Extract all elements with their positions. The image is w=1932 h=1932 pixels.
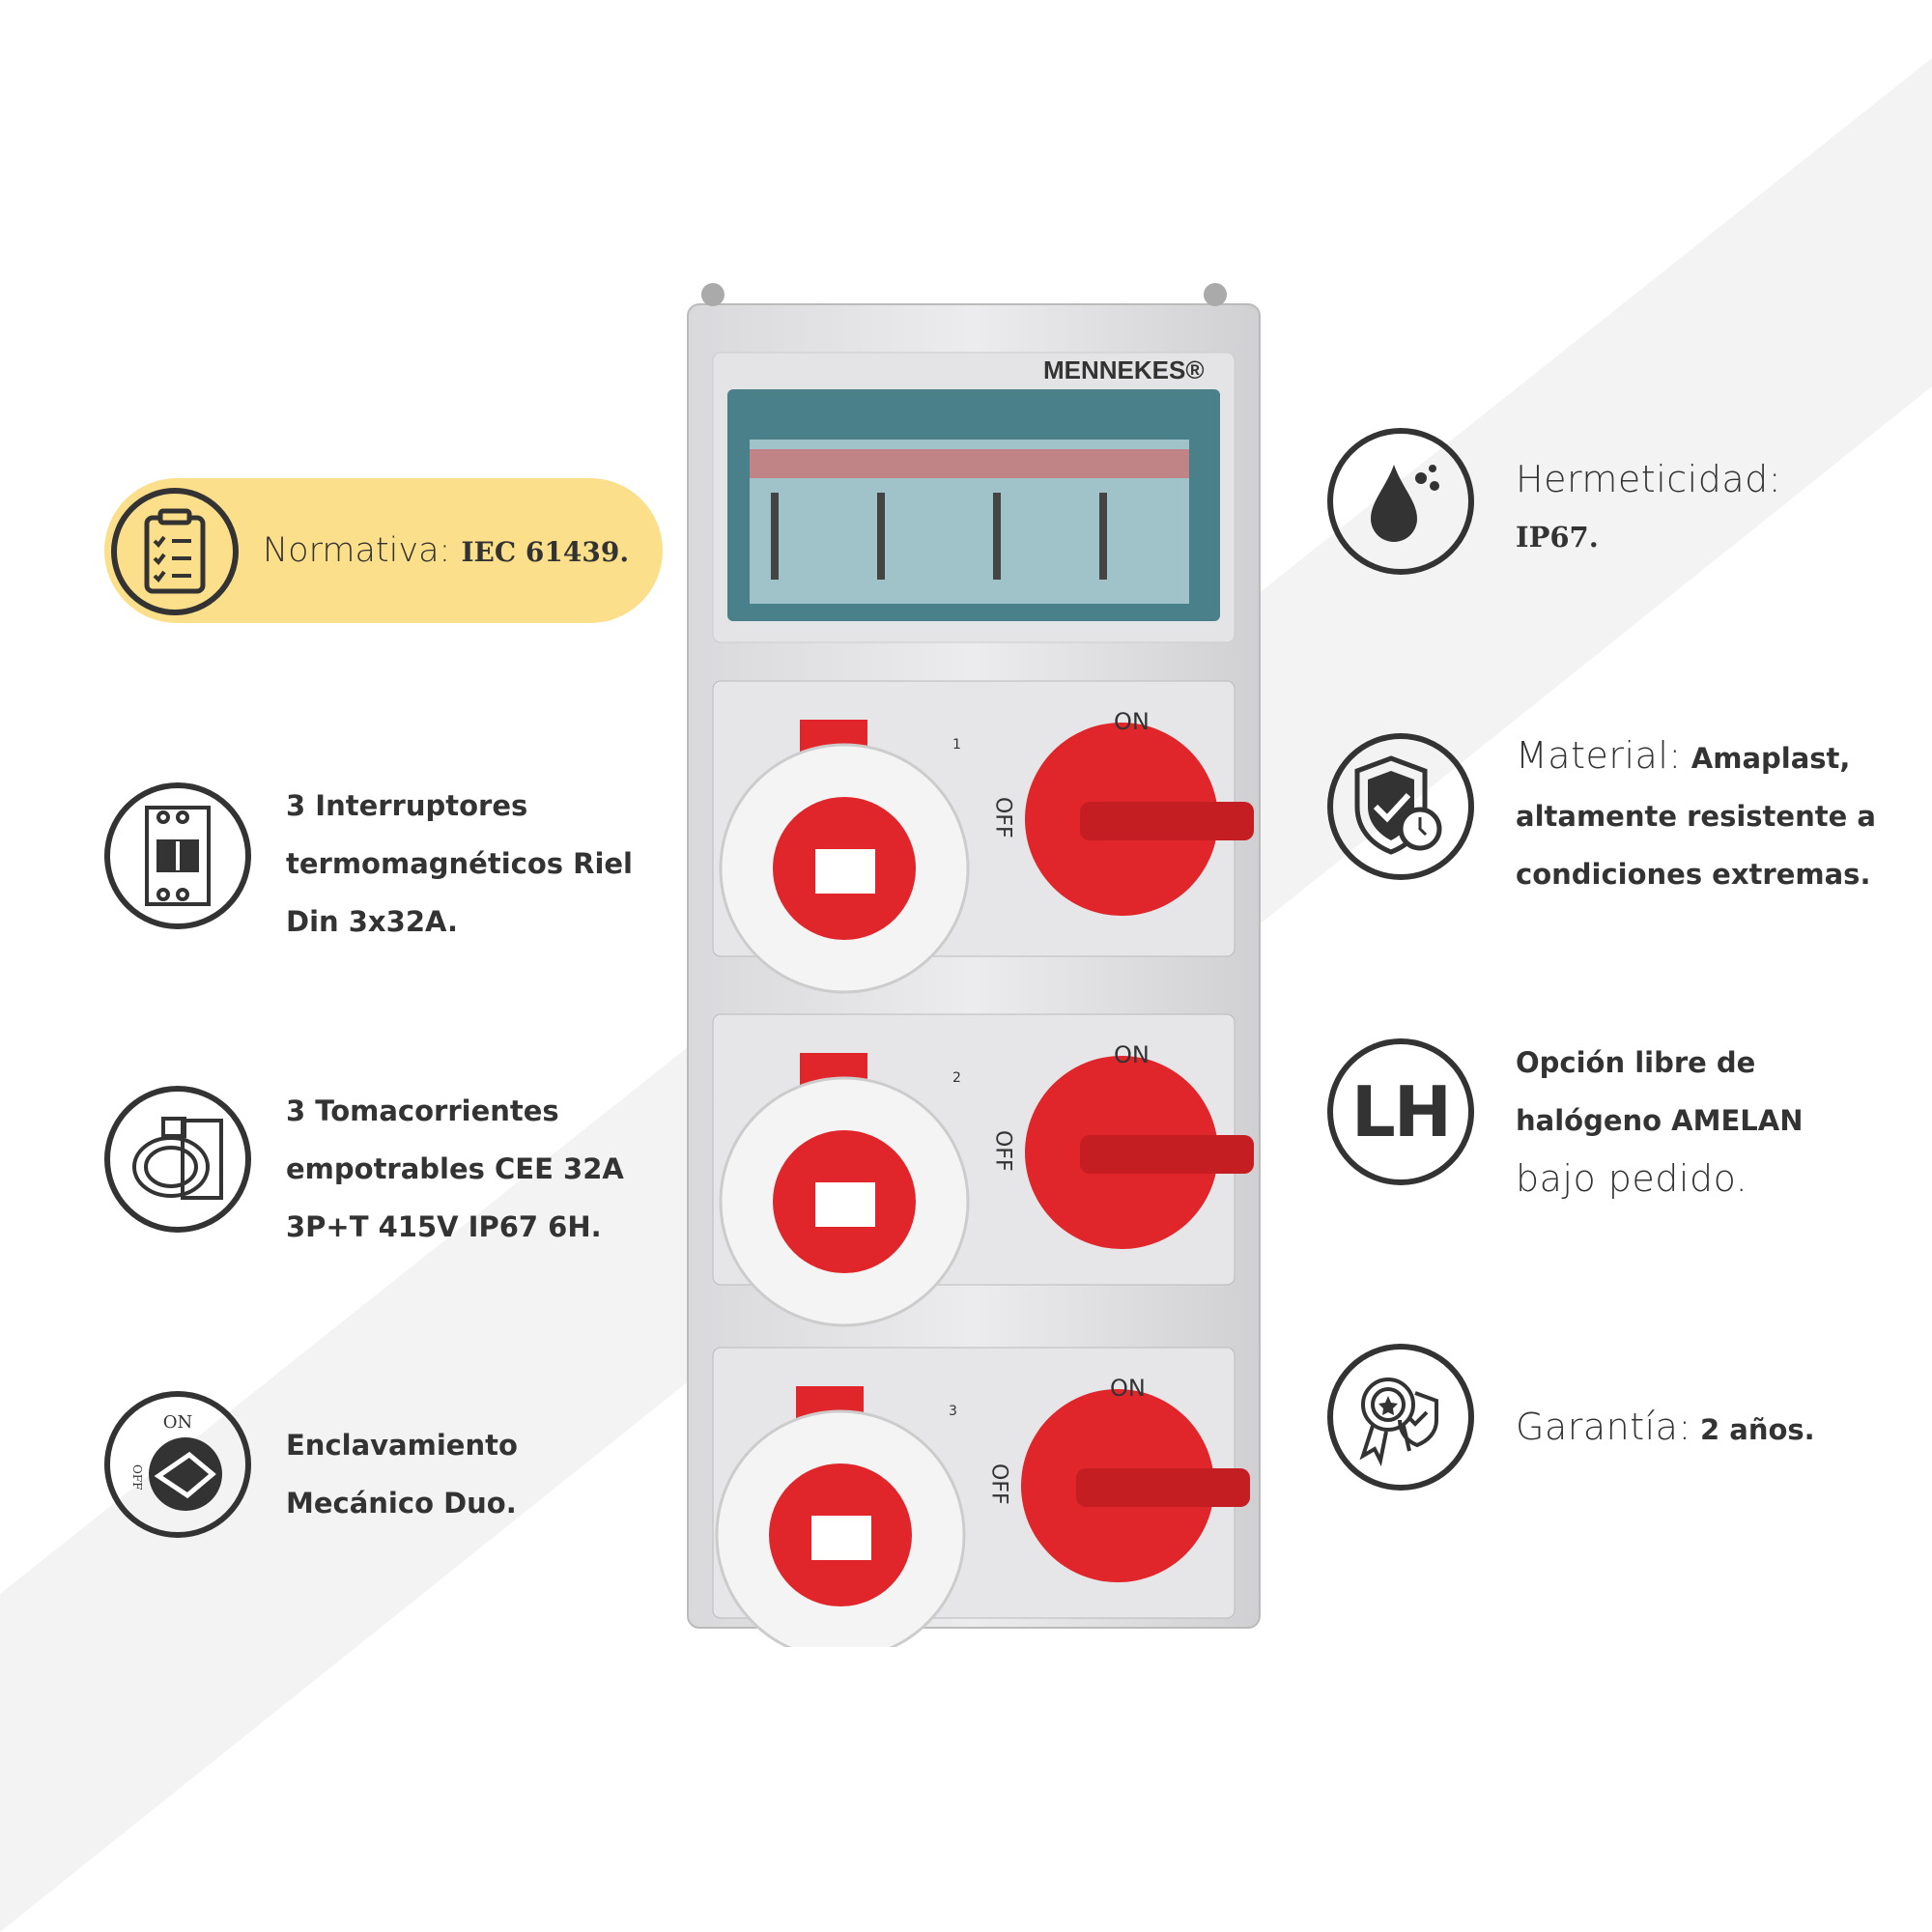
feature-label: Material: — [1516, 734, 1682, 777]
clipboard-checklist-icon — [111, 488, 239, 615]
socket-section-1: 1 ON OFF — [719, 708, 1254, 994]
feature-line: condiciones extremas. — [1516, 858, 1871, 891]
on-label: ON — [1110, 1375, 1146, 1402]
section-number: 2 — [952, 1070, 961, 1086]
feature-warranty: Garantía: 2 años. — [1516, 1398, 1815, 1459]
off-label: OFF — [991, 797, 1015, 838]
feature-line: 3 Tomacorrientes — [286, 1094, 559, 1127]
lh-icon-text: LH — [1350, 1071, 1452, 1152]
section-number: 3 — [949, 1404, 957, 1419]
icon-on-label: ON — [163, 1412, 193, 1433]
lh-icon: LH — [1327, 1038, 1474, 1185]
normativa-value: IEC 61439. — [461, 536, 630, 568]
feature-line: Opción libre de — [1516, 1046, 1756, 1079]
water-drop-icon — [1327, 428, 1474, 575]
warranty-badge-icon — [1327, 1344, 1474, 1491]
brand-label: MENNEKES® — [1043, 355, 1205, 384]
feature-line: 3 Interruptores — [286, 789, 528, 822]
interlock-switch-icon: ON OFF — [104, 1391, 251, 1538]
feature-line: Enclavamiento — [286, 1429, 518, 1462]
feature-value: 2 años. — [1700, 1413, 1815, 1446]
feature-material: Material: Amaplast, altamente resistente… — [1516, 726, 1876, 903]
distribution-board-image: MENNEKES® 1 ON OFF 2 ON OFF 3 ON — [687, 283, 1261, 1647]
feature-value: IP67. — [1516, 521, 1599, 554]
feature-line: 3P+T 415V IP67 6H. — [286, 1210, 602, 1243]
socket-section-3: 3 ON OFF — [715, 1375, 1250, 1647]
feature-breakers: 3 Interruptores termomagnéticos Riel Din… — [286, 777, 633, 951]
breaker-icon — [104, 782, 251, 929]
feature-line: bajo pedido. — [1516, 1157, 1748, 1200]
on-label: ON — [1114, 708, 1150, 735]
feature-line: halógeno AMELAN — [1516, 1104, 1804, 1137]
feature-hermeticity: Hermeticidad: IP67. — [1516, 450, 1781, 566]
feature-line: Din 3x32A. — [286, 905, 458, 938]
socket-section-2: 2 ON OFF — [719, 1041, 1254, 1327]
feature-line: altamente resistente a — [1516, 800, 1876, 833]
feature-line: empotrables CEE 32A — [286, 1152, 624, 1185]
feature-line: termomagnéticos Riel — [286, 847, 633, 880]
off-label: OFF — [991, 1130, 1015, 1172]
shield-check-clock-icon — [1327, 733, 1474, 880]
feature-halogen-free: Opción libre de halógeno AMELAN bajo ped… — [1516, 1034, 1803, 1208]
normativa-label: Normativa: — [263, 531, 451, 570]
section-number: 1 — [952, 737, 961, 753]
feature-label: Hermeticidad: — [1516, 458, 1782, 500]
normativa-text: Normativa: IEC 61439. — [263, 526, 629, 577]
on-label: ON — [1114, 1041, 1150, 1068]
feature-sockets: 3 Tomacorrientes empotrables CEE 32A 3P+… — [286, 1082, 624, 1256]
feature-label: Garantía: — [1516, 1406, 1691, 1448]
feature-value: Amaplast, — [1690, 742, 1851, 775]
feature-interlock: Enclavamiento Mecánico Duo. — [286, 1416, 518, 1532]
feature-line: Mecánico Duo. — [286, 1487, 517, 1520]
icon-off-label: OFF — [130, 1464, 144, 1491]
off-label: OFF — [987, 1463, 1011, 1505]
socket-icon — [104, 1086, 251, 1233]
